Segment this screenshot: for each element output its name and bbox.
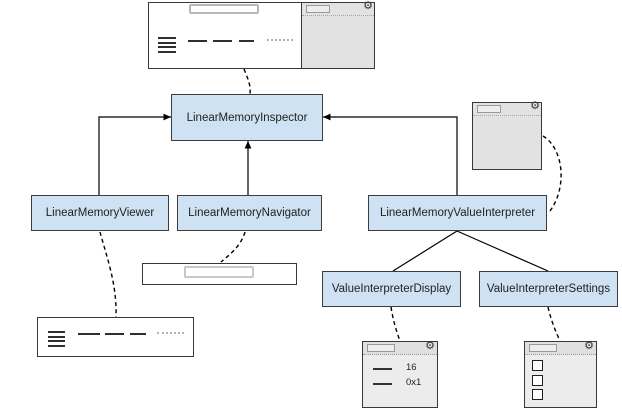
node-valueinterpretersettings: ValueInterpreterSettings — [479, 271, 618, 307]
ascii-column-dots — [267, 38, 293, 41]
wireframe-value-settings: ⚙ — [524, 341, 597, 408]
wireframe-value-display: ⚙ 16 0x1 — [362, 341, 438, 408]
address-column-line — [48, 344, 65, 347]
value-interpreter-pane-sketch: ⚙ — [301, 0, 374, 68]
byte-row-dash — [78, 333, 100, 336]
address-column-line — [158, 37, 176, 40]
address-column-line — [158, 50, 176, 53]
type-input-sketch — [529, 344, 557, 352]
byte-row-dash — [188, 39, 207, 42]
address-column-line — [158, 41, 176, 44]
edge-interpreter-display — [392, 230, 458, 272]
wireframe-memory-viewer — [37, 317, 194, 357]
byte-row-dash — [239, 39, 254, 42]
value-type-line — [373, 368, 392, 370]
ascii-column-dots — [157, 332, 184, 334]
address-column-line — [48, 340, 65, 343]
node-linearmemorynavigator: LinearMemoryNavigator — [177, 195, 322, 231]
wireframe-interpreter-pane: ⚙ — [472, 100, 542, 170]
pane-header: ⚙ — [363, 340, 437, 355]
node-valueinterpreterdisplay: ValueInterpreterDisplay — [322, 271, 461, 307]
link-wireframe-to-inspector — [243, 68, 251, 95]
address-input-sketch — [189, 4, 259, 14]
node-label: LinearMemoryValueInterpreter — [379, 207, 536, 219]
checkbox-icon — [532, 389, 543, 400]
edge-interpreter-settings — [456, 230, 549, 272]
gear-icon: ⚙ — [584, 340, 594, 352]
interpreted-value: 16 — [406, 362, 417, 373]
gear-icon: ⚙ — [530, 100, 540, 112]
pane-separator — [302, 15, 374, 16]
checkbox-icon — [532, 360, 543, 371]
node-linearmemoryinspector: LinearMemoryInspector — [171, 94, 323, 141]
arrowhead-into-inspector-right — [323, 113, 331, 121]
node-label: ValueInterpreterDisplay — [331, 283, 452, 295]
pane-separator — [473, 115, 541, 116]
link-viewer-to-wireframe — [99, 231, 117, 318]
link-settings-to-wireframe — [547, 306, 561, 342]
address-input-sketch — [184, 266, 254, 278]
edge-inspector-interpreter — [323, 116, 458, 195]
byte-row-dash — [213, 39, 232, 42]
link-navigator-to-wireframe — [220, 231, 246, 263]
wireframe-navigator-bar — [142, 263, 297, 285]
byte-row-dash — [105, 333, 124, 336]
type-input-sketch — [306, 5, 330, 13]
type-input-sketch — [477, 105, 501, 113]
byte-row-dash — [130, 333, 146, 336]
node-linearmemoryviewer: LinearMemoryViewer — [31, 195, 169, 231]
node-label: LinearMemoryNavigator — [188, 207, 311, 219]
node-label: LinearMemoryViewer — [45, 207, 155, 219]
address-column-line — [158, 46, 176, 49]
edge-inspector-viewer — [98, 116, 171, 195]
node-linearmemoryvalueinterpreter: LinearMemoryValueInterpreter — [368, 195, 547, 231]
address-column-line — [48, 335, 65, 338]
value-type-line — [373, 383, 392, 385]
node-label: ValueInterpreterSettings — [486, 283, 611, 295]
interpreted-value: 0x1 — [406, 377, 422, 388]
arrowhead-into-inspector-left — [163, 113, 171, 121]
node-label: LinearMemoryInspector — [186, 111, 308, 124]
type-input-sketch — [367, 344, 395, 352]
address-column-line — [48, 331, 65, 334]
checkbox-icon — [532, 374, 543, 386]
pane-header: ⚙ — [525, 340, 596, 355]
gear-icon: ⚙ — [425, 340, 435, 352]
arrowhead-into-inspector-bottom — [244, 141, 252, 149]
link-display-to-wireframe — [390, 306, 401, 342]
wireframe-inspector-ui: ⚙ — [148, 0, 375, 69]
gear-icon: ⚙ — [363, 0, 373, 12]
